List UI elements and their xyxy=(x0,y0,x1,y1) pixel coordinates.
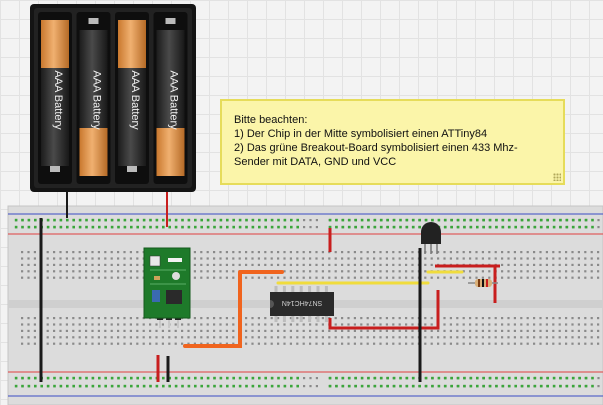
attiny84-chip[interactable]: SN74HC14N xyxy=(270,286,334,322)
transistor[interactable] xyxy=(421,222,441,254)
breadboard xyxy=(7,205,603,405)
resize-handle-icon[interactable] xyxy=(553,173,561,181)
battery-cell-label: AAA Battery xyxy=(129,70,141,130)
note-line-1: Bitte beachten: xyxy=(234,114,308,126)
chip-label: SN74HC14N xyxy=(282,299,322,306)
battery-pack[interactable]: AAA Battery AAA Battery AAA Battery AAA Bat… xyxy=(30,4,196,227)
battery-cell-label: AAA Battery xyxy=(91,70,103,130)
orange-wire xyxy=(183,270,284,348)
transmitter-breakout-board[interactable] xyxy=(143,247,191,328)
battery-cell-label: AAA Battery xyxy=(52,70,64,130)
resistor[interactable] xyxy=(468,279,498,287)
red-wire-chip xyxy=(328,290,440,330)
battery-cell-label: AAA Battery xyxy=(168,70,180,130)
sticky-note[interactable]: Bitte beachten: 1) Der Chip in der Mitte… xyxy=(220,99,565,185)
note-line-2: 1) Der Chip in der Mitte symbolisiert ei… xyxy=(234,128,488,140)
connected-holes xyxy=(14,218,594,388)
note-line-3: 2) Das grüne Breakout-Board symbolisiert… xyxy=(234,142,518,168)
